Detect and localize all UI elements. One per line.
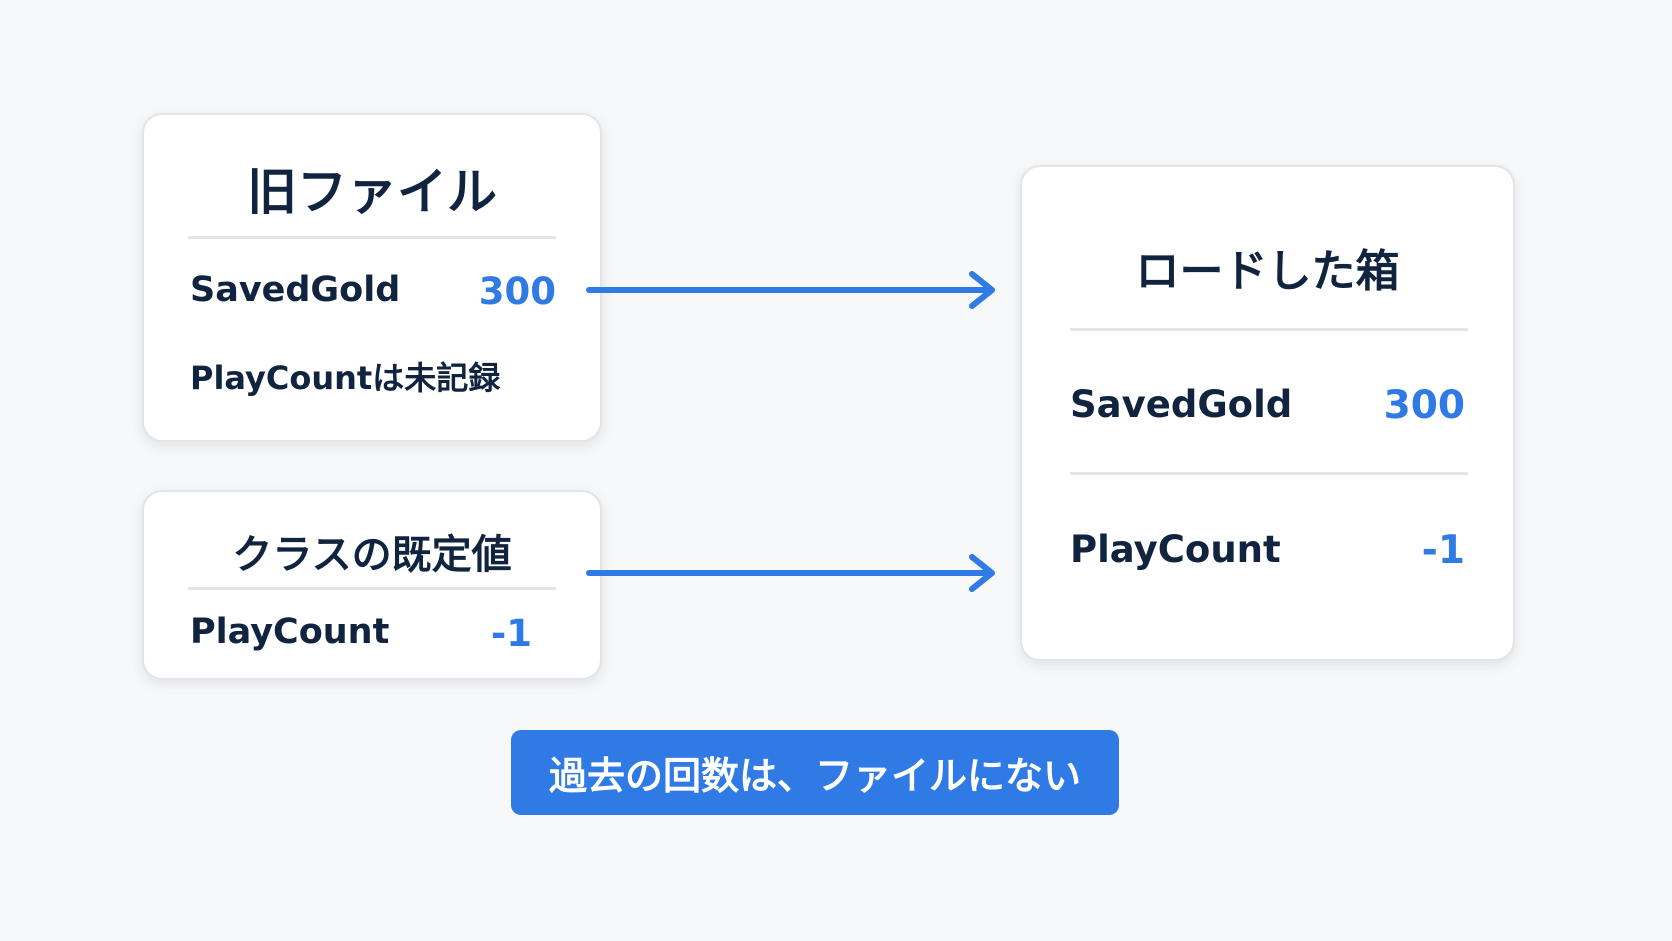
loaded-box-divider-top xyxy=(1070,328,1468,331)
summary-banner: 過去の回数は、ファイルにない xyxy=(511,730,1119,815)
loaded-box-title: ロードした箱 xyxy=(1135,246,1400,297)
class-default-play-count-value: -1 xyxy=(490,612,532,655)
arrow-old-file-to-loaded-box xyxy=(586,271,995,309)
old-file-card: 旧ファイル SavedGold 300 PlayCountは未記録 xyxy=(142,113,602,442)
old-file-play-count-note: PlayCountは未記録 xyxy=(190,359,501,397)
class-default-card: クラスの既定値 PlayCount -1 xyxy=(142,490,602,680)
loaded-box-play-count-value: -1 xyxy=(1421,528,1465,573)
summary-banner-text: 過去の回数は、ファイルにない xyxy=(548,754,1081,798)
old-file-saved-gold-label: SavedGold xyxy=(190,270,401,310)
loaded-box-play-count-label: PlayCount xyxy=(1070,528,1281,571)
loaded-box-divider-bottom xyxy=(1070,472,1468,475)
class-default-divider xyxy=(188,587,556,590)
old-file-saved-gold-value: 300 xyxy=(478,270,556,313)
loaded-box-card: ロードした箱 SavedGold 300 PlayCount -1 xyxy=(1020,165,1515,661)
loaded-box-saved-gold-label: SavedGold xyxy=(1070,383,1293,426)
class-default-title: クラスの既定値 xyxy=(232,532,512,578)
old-file-title: 旧ファイル xyxy=(247,163,497,221)
old-file-divider xyxy=(188,236,556,239)
loaded-box-saved-gold-value: 300 xyxy=(1383,383,1465,428)
arrow-class-default-to-loaded-box xyxy=(586,554,995,592)
class-default-play-count-label: PlayCount xyxy=(190,612,390,652)
